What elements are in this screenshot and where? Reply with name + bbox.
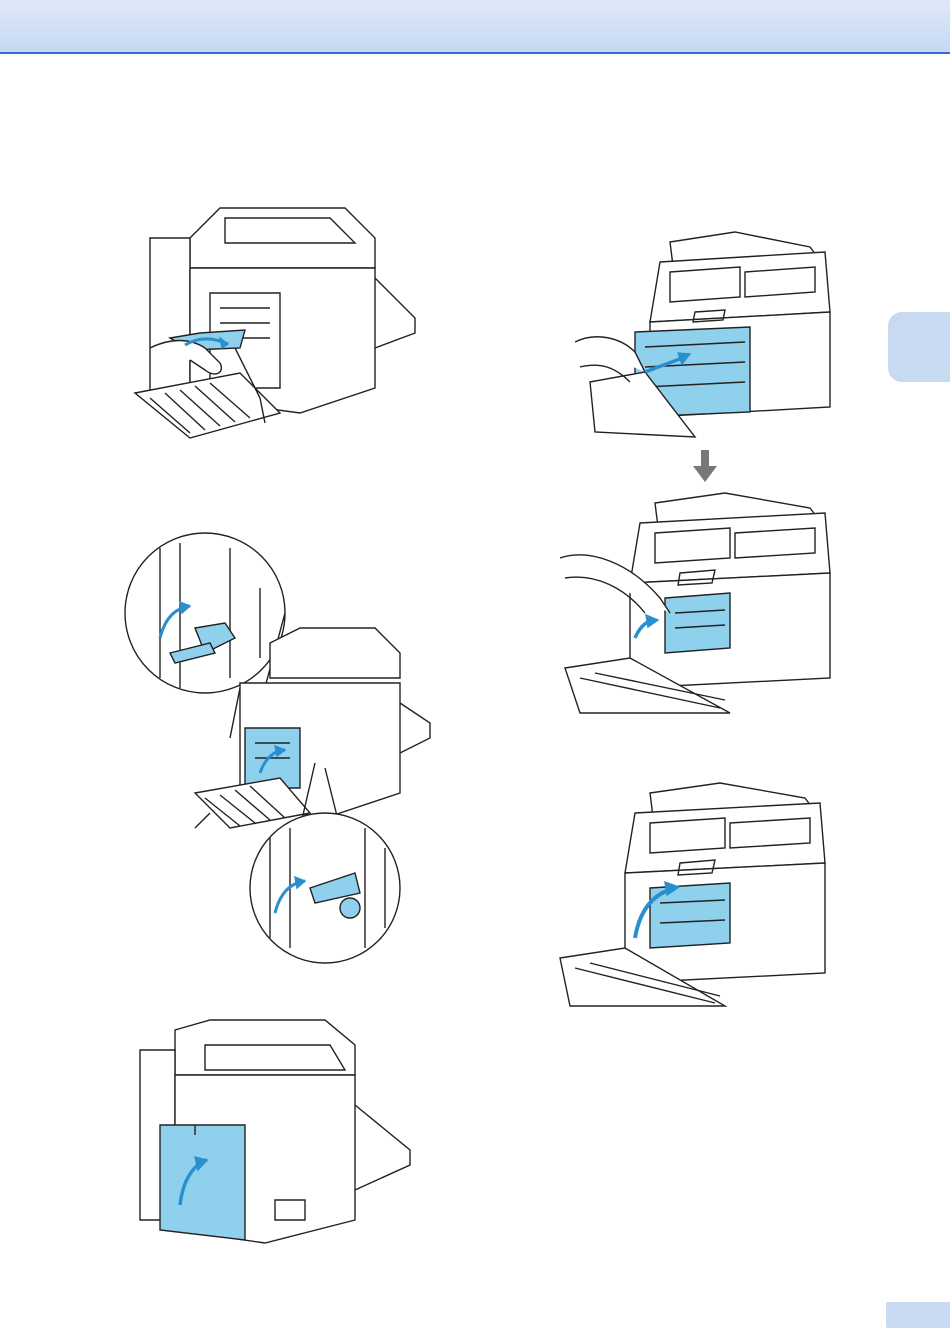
magnify-circle-icon	[125, 533, 285, 693]
figure-drum-unit-lever	[560, 488, 840, 716]
back-cover	[160, 1125, 245, 1240]
drum-unit-slide-illustration	[575, 222, 840, 447]
figure-drum-unit-slide	[575, 222, 840, 447]
drum-unit-lever-illustration	[560, 488, 840, 716]
chapter-tab	[888, 312, 950, 382]
page-number-tab	[886, 1302, 950, 1328]
figure-front-cover-close	[555, 778, 835, 1008]
down-arrow-shape	[693, 450, 717, 482]
back-cover-illustration	[135, 1015, 420, 1255]
figure-back-cover-close	[135, 1015, 420, 1255]
front-cover-illustration	[555, 778, 835, 1008]
page-header-bar	[0, 0, 950, 54]
down-arrow-icon	[693, 450, 717, 482]
figure-rear-jam-removal	[130, 198, 425, 443]
drum-unit	[665, 593, 730, 653]
figure-fuser-levers-up	[120, 528, 440, 978]
rear-jam-removal-illustration	[130, 198, 425, 443]
fuser-levers-illustration	[120, 528, 440, 978]
